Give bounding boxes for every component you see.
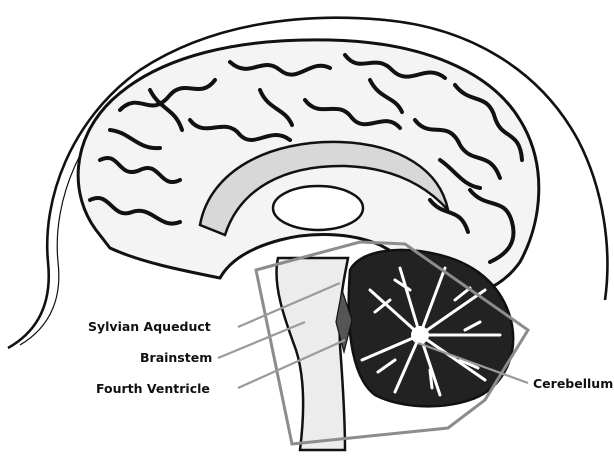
thalamus	[273, 186, 363, 230]
label-fourth-ventricle: Fourth Ventricle	[96, 381, 210, 396]
label-cerebellum: Cerebellum	[533, 376, 613, 391]
label-sylvian-aqueduct: Sylvian Aqueduct	[88, 319, 211, 334]
label-brainstem: Brainstem	[140, 350, 212, 365]
